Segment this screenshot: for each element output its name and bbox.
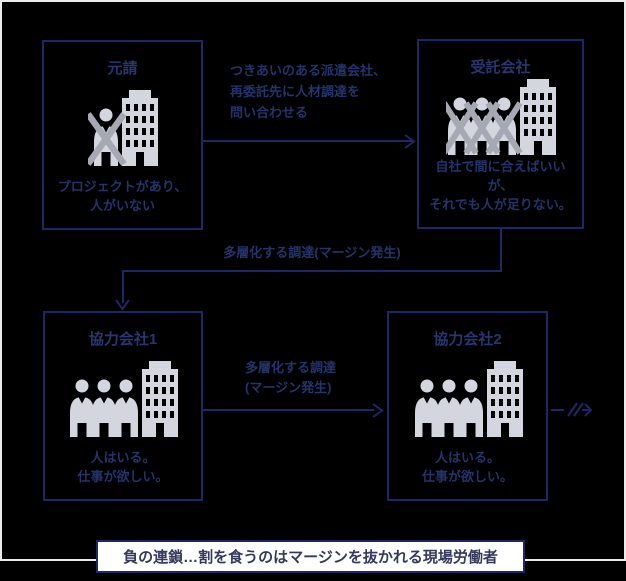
arrow-contracted-down-segment (500, 229, 502, 272)
conclusion-banner-text: 負の連鎖…割を食うのはマージンを抜かれる現場労働者 (123, 549, 498, 566)
arrowhead-right-icon (404, 134, 416, 149)
box-title: 元請 (107, 60, 138, 77)
arrow-label-top: つきあいのある派遣会社、 再委託先に人材調達を 問い合わせる (230, 63, 387, 120)
box-title: 協力会社1 (88, 331, 158, 348)
three-people-crossed-and-building-icon (445, 79, 556, 155)
arrow-label-middle: 多層化する調達(マージン発生) (223, 245, 401, 260)
chain-continues-break-arrow-icon (551, 402, 593, 417)
box-partner-company-1: 協力会社1 人はいる。 仕事が欲しい。 (43, 311, 203, 501)
box-caption: プロジェクトがあり、 人がいない (57, 179, 188, 213)
arrow-contracted-horizontal-segment (122, 270, 502, 272)
arrowhead-down-icon (115, 299, 130, 311)
arrow-prime-to-contracted (203, 140, 413, 142)
three-people-and-building-icon (413, 360, 523, 437)
box-title: 協力会社2 (433, 331, 502, 348)
three-people-and-building-icon (68, 360, 178, 437)
arrow-label-bottom: 多層化する調達 (マージン発生) (245, 360, 337, 395)
box-caption: 人はいる。 仕事が欲しい。 (77, 450, 169, 484)
arrow-to-partner1-segment (122, 272, 124, 303)
box-partner-company-2: 協力会社2 人はいる。 仕事が欲しい。 (387, 311, 548, 501)
box-caption: 自社で間に合えばいいが、 それでも人が足りない。 (429, 159, 572, 212)
box-prime-contractor: 元請 プロジェクトがあり、 人がいない (42, 40, 203, 230)
person-crossed-and-building-icon (87, 89, 158, 166)
box-title: 受託会社 (470, 59, 531, 76)
arrow-partner1-to-partner2 (203, 409, 374, 411)
box-caption: 人はいる。 仕事が欲しい。 (421, 450, 513, 484)
conclusion-banner: 負の連鎖…割を食うのはマージンを抜かれる現場労働者 (96, 540, 525, 573)
box-contracted-company: 受託会社 自社で間に合えばいいが、 それでも人が足りない。 (417, 39, 584, 229)
arrowhead-right-icon (372, 403, 384, 418)
